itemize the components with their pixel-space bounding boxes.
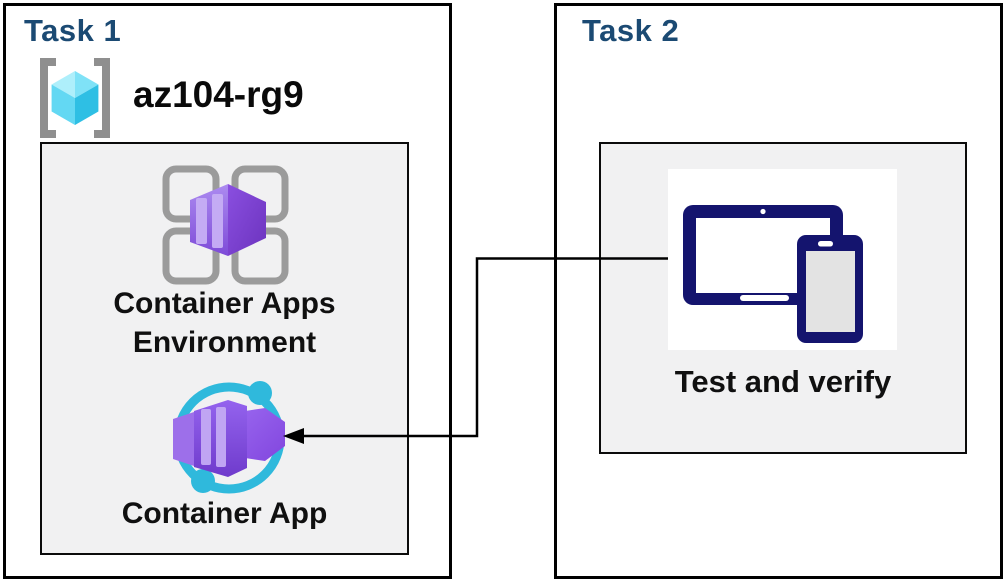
container-apps-environment-icon (162, 165, 289, 285)
container-app-icon (173, 381, 285, 494)
resource-group-label: az104-rg9 (133, 74, 304, 115)
tablet-phone-devices-icon (683, 205, 863, 343)
resource-group-icon (40, 58, 110, 138)
task2-title: Task 2 (582, 13, 680, 48)
test-and-verify-label: Test and verify (674, 364, 892, 399)
task1-title: Task 1 (24, 13, 122, 48)
environment-label: Container Apps Environment (113, 287, 336, 359)
container-app-label: Container App (121, 497, 328, 530)
